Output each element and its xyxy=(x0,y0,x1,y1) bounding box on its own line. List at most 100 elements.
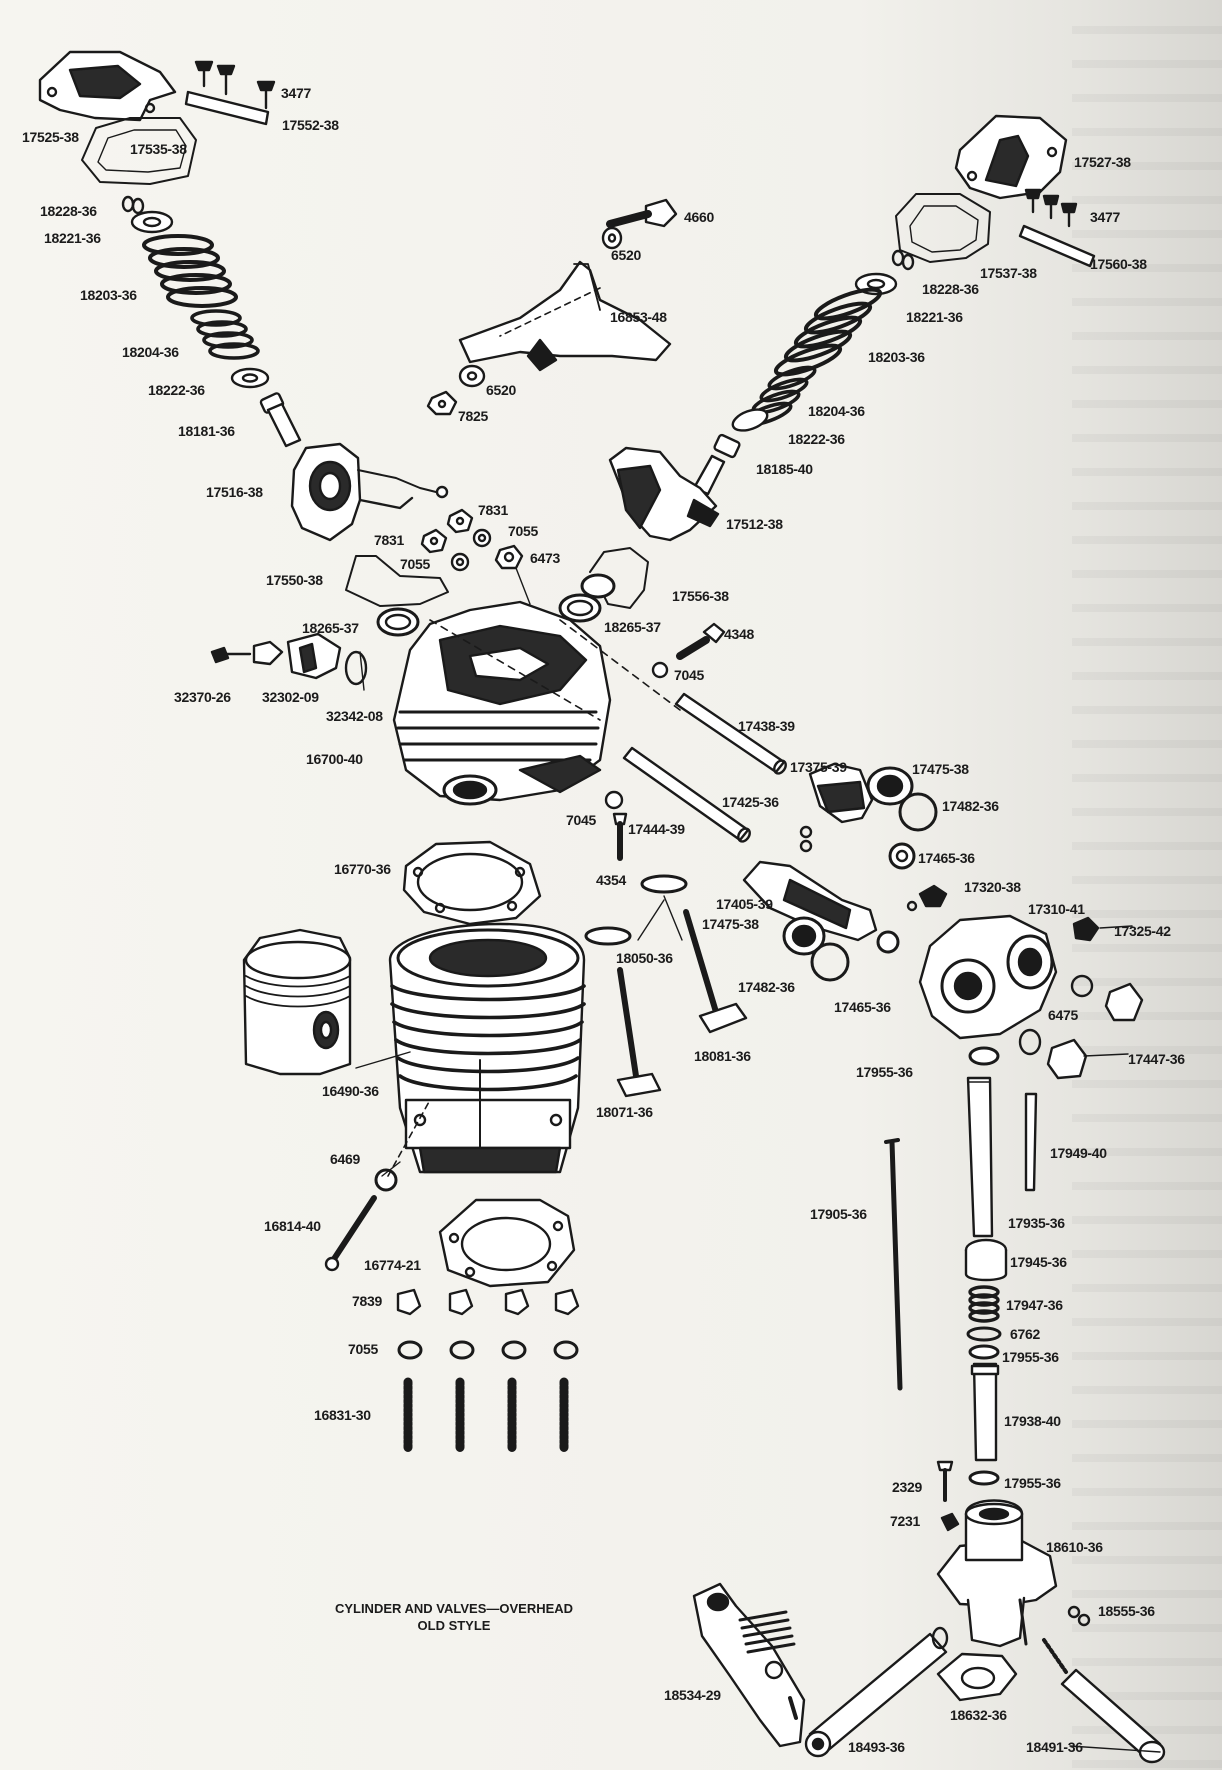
part-label: 18181-36 xyxy=(178,423,235,439)
part-label: 18221-36 xyxy=(906,309,963,325)
rocker-arm-upper xyxy=(808,762,874,824)
bleed-through-edge xyxy=(1072,0,1222,1770)
part-label: 17955-36 xyxy=(1002,1349,1059,1365)
part-label: 16490-36 xyxy=(322,1083,379,1099)
washer-17465-upper xyxy=(888,842,916,870)
part-label: 18228-36 xyxy=(40,203,97,219)
part-label: 17550-38 xyxy=(266,572,323,588)
left-outer-spring xyxy=(142,234,238,308)
part-label: 18185-40 xyxy=(756,461,813,477)
part-label: 17512-38 xyxy=(726,516,783,532)
part-label: 7055 xyxy=(400,556,430,572)
part-label: 17320-38 xyxy=(964,879,1021,895)
spring-strip xyxy=(738,1610,796,1654)
part-label: 17465-36 xyxy=(834,999,891,1015)
part-label: 17947-36 xyxy=(1006,1297,1063,1313)
figure-caption: CYLINDER AND VALVES—OVERHEAD OLD STYLE xyxy=(284,1600,624,1634)
valve-seal-upper xyxy=(640,874,688,894)
part-label: 18071-36 xyxy=(596,1104,653,1120)
valve-seal-lower xyxy=(584,926,632,946)
part-label: 17945-36 xyxy=(1010,1254,1067,1270)
part-label: 17556-38 xyxy=(672,588,729,604)
part-label: 7045 xyxy=(566,812,596,828)
spark-plug-assembly xyxy=(210,632,368,686)
part-label: 7231 xyxy=(890,1513,920,1529)
washer-17955-bottom xyxy=(968,1470,1000,1486)
cylinder-barrel xyxy=(388,922,586,1174)
studs-16831 xyxy=(403,1377,569,1453)
caption-line-2: OLD STYLE xyxy=(417,1618,491,1633)
right-lower-collar xyxy=(731,408,769,432)
intake-valve xyxy=(616,967,662,1098)
clip-17320 xyxy=(906,884,948,912)
plate-18534 xyxy=(692,1582,806,1748)
head-gasket xyxy=(402,840,542,926)
part-label: 18221-36 xyxy=(44,230,101,246)
part-label: 17949-40 xyxy=(1050,1145,1107,1161)
part-label: 17537-38 xyxy=(980,265,1037,281)
part-label: 4660 xyxy=(684,209,714,225)
rocker-shaft-upper xyxy=(674,692,787,775)
part-label: 18610-36 xyxy=(1046,1539,1103,1555)
left-cover-strip xyxy=(184,90,270,126)
part-label: 18204-36 xyxy=(808,403,865,419)
part-label: 18555-36 xyxy=(1098,1603,1155,1619)
part-label: 17935-36 xyxy=(1008,1215,1065,1231)
part-label: 16770-36 xyxy=(334,861,391,877)
part-label: 18265-37 xyxy=(302,620,359,636)
part-label: 17535-38 xyxy=(130,141,187,157)
left-housing-gasket xyxy=(345,555,449,607)
nut-7825 xyxy=(426,390,458,416)
washer-6469 xyxy=(374,1168,398,1192)
part-label: 3477 xyxy=(281,85,311,101)
right-outer-spring xyxy=(773,287,883,377)
washer-6475-b xyxy=(1018,1028,1042,1056)
part-label: 3477 xyxy=(1090,209,1120,225)
left-inner-spring xyxy=(190,309,260,360)
part-label: 6469 xyxy=(330,1151,360,1167)
washer-6520-bottom xyxy=(458,364,486,388)
part-label: 18228-36 xyxy=(922,281,979,297)
part-label: 32342-08 xyxy=(326,708,383,724)
seal-17482-lower xyxy=(810,942,850,982)
exhaust-valve xyxy=(683,909,748,1034)
part-label: 17516-38 xyxy=(206,484,263,500)
right-rocker-housing xyxy=(608,446,720,542)
part-label: 18203-36 xyxy=(868,349,925,365)
part-label: 17475-38 xyxy=(912,761,969,777)
tappet-guide xyxy=(936,1499,1058,1648)
lockwashers-7055 xyxy=(397,1340,579,1360)
part-label: 18222-36 xyxy=(788,431,845,447)
part-label: 17527-38 xyxy=(1074,154,1131,170)
part-label: 17425-36 xyxy=(722,794,779,810)
part-label: 17475-38 xyxy=(702,916,759,932)
part-label: 18204-36 xyxy=(122,344,179,360)
part-label: 18632-36 xyxy=(950,1707,1007,1723)
bolt-4348 xyxy=(676,622,726,660)
o-ring-right xyxy=(558,593,602,623)
right-valve-guide xyxy=(692,433,741,496)
left-valve-keys xyxy=(121,195,145,215)
part-label: 16700-40 xyxy=(306,751,363,767)
bolt-4660 xyxy=(606,198,678,228)
right-rocker-cover xyxy=(954,114,1068,200)
part-label: 18081-36 xyxy=(694,1048,751,1064)
gasket-32342 xyxy=(344,650,368,686)
left-rocker-housing xyxy=(290,442,449,542)
center-bracket xyxy=(458,260,672,364)
part-label: 17482-36 xyxy=(942,798,999,814)
part-label: 7825 xyxy=(458,408,488,424)
part-label: 17444-39 xyxy=(628,821,685,837)
part-label: 16774-21 xyxy=(364,1257,421,1273)
washer-6475-a xyxy=(1070,974,1094,998)
part-label: 17955-36 xyxy=(856,1064,913,1080)
part-label: 18050-36 xyxy=(616,950,673,966)
rocker-arm-lower xyxy=(742,860,878,942)
part-label: 32370-26 xyxy=(174,689,231,705)
cover-17949 xyxy=(1024,1092,1038,1192)
upper-nuts-washers xyxy=(420,508,524,572)
pin-18555 xyxy=(1067,1605,1091,1627)
part-label: 7831 xyxy=(374,532,404,548)
